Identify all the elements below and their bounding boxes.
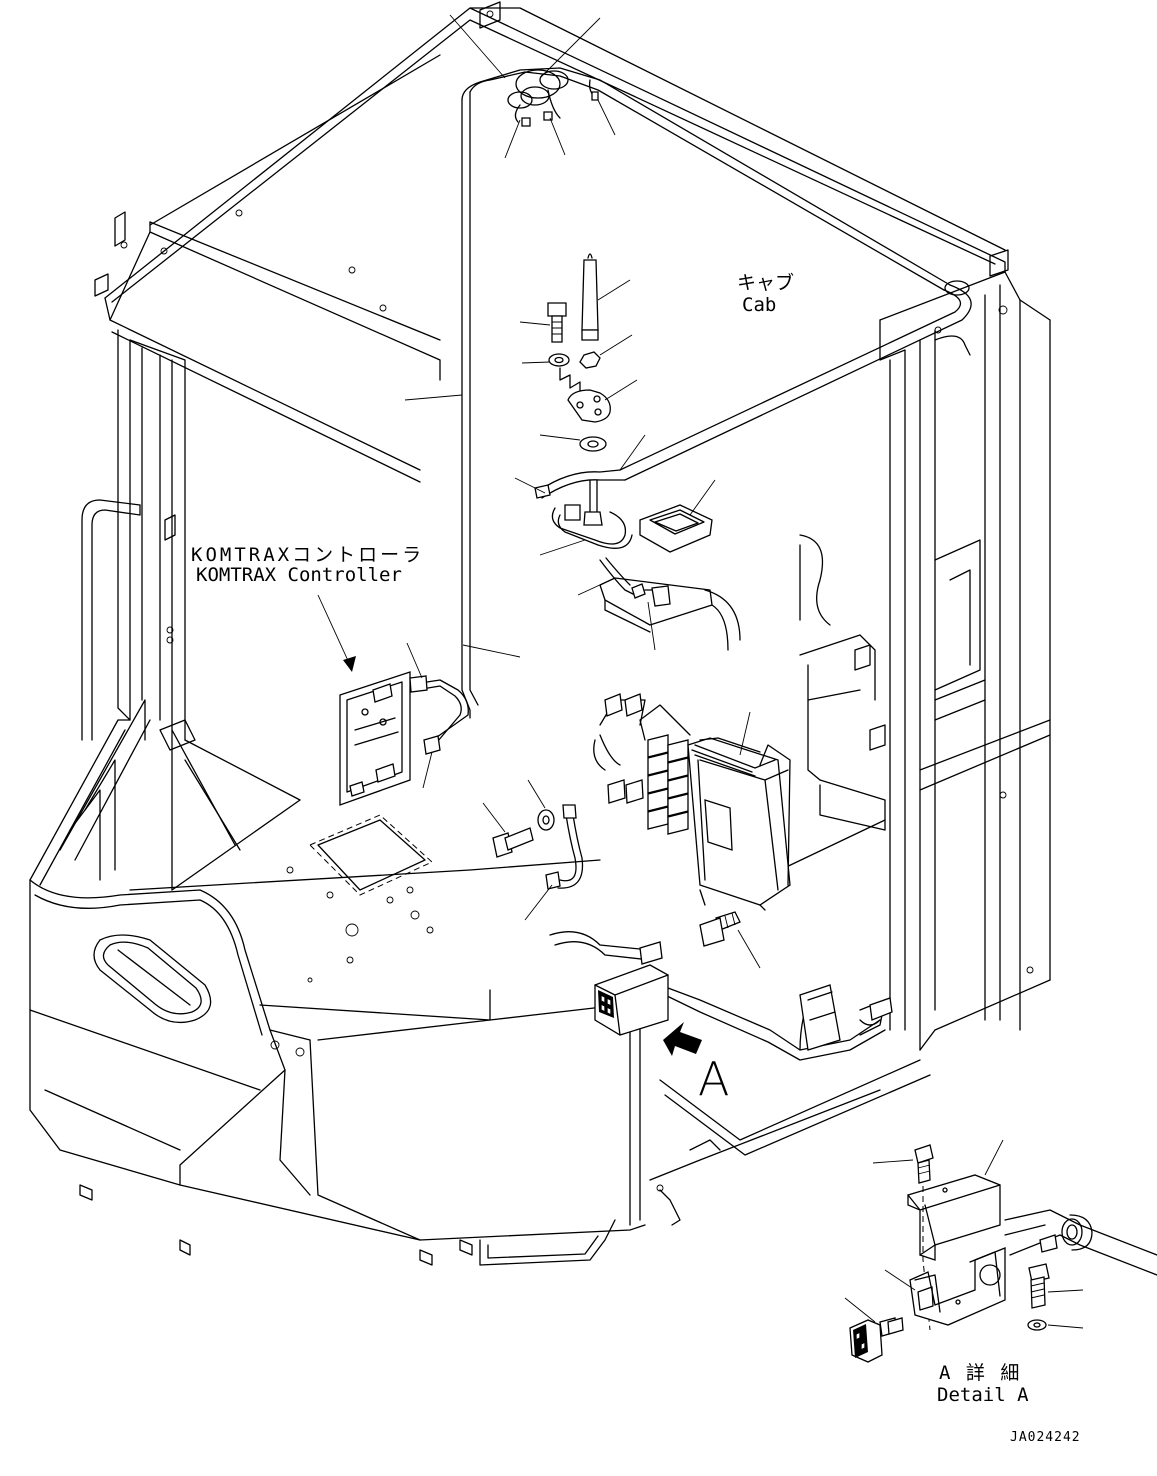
detail-a bbox=[849, 1144, 1157, 1363]
komtrax-controller bbox=[339, 671, 469, 806]
control-unit bbox=[687, 737, 791, 911]
leader-lines bbox=[317, 14, 1084, 1329]
cab-label-jp: キャブ bbox=[737, 272, 795, 294]
detail-label-jp: A 詳 細 bbox=[939, 1362, 1022, 1384]
controller-label-jp: KOMTRAXコントローラ bbox=[191, 544, 425, 566]
rear-harness bbox=[549, 931, 893, 1061]
cab-label-en: Cab bbox=[742, 294, 777, 316]
drawing-number: JA024242 bbox=[1010, 1430, 1081, 1445]
cab-right-structure bbox=[649, 271, 1051, 1226]
controller-label-en: KOMTRAX Controller bbox=[196, 564, 402, 586]
cab-roof bbox=[94, 1, 1009, 483]
cab-floor bbox=[129, 814, 601, 1021]
cab-left-structure bbox=[29, 329, 301, 891]
connector-block bbox=[593, 693, 691, 835]
detail-label-en: Detail A bbox=[937, 1384, 1029, 1406]
ground-strap bbox=[492, 804, 741, 947]
arrow-icon bbox=[663, 1022, 702, 1056]
view-letter-a: A bbox=[698, 1052, 730, 1106]
roof-antenna-cable bbox=[461, 67, 972, 719]
front-console bbox=[29, 879, 646, 1266]
antenna-assembly bbox=[534, 253, 741, 651]
